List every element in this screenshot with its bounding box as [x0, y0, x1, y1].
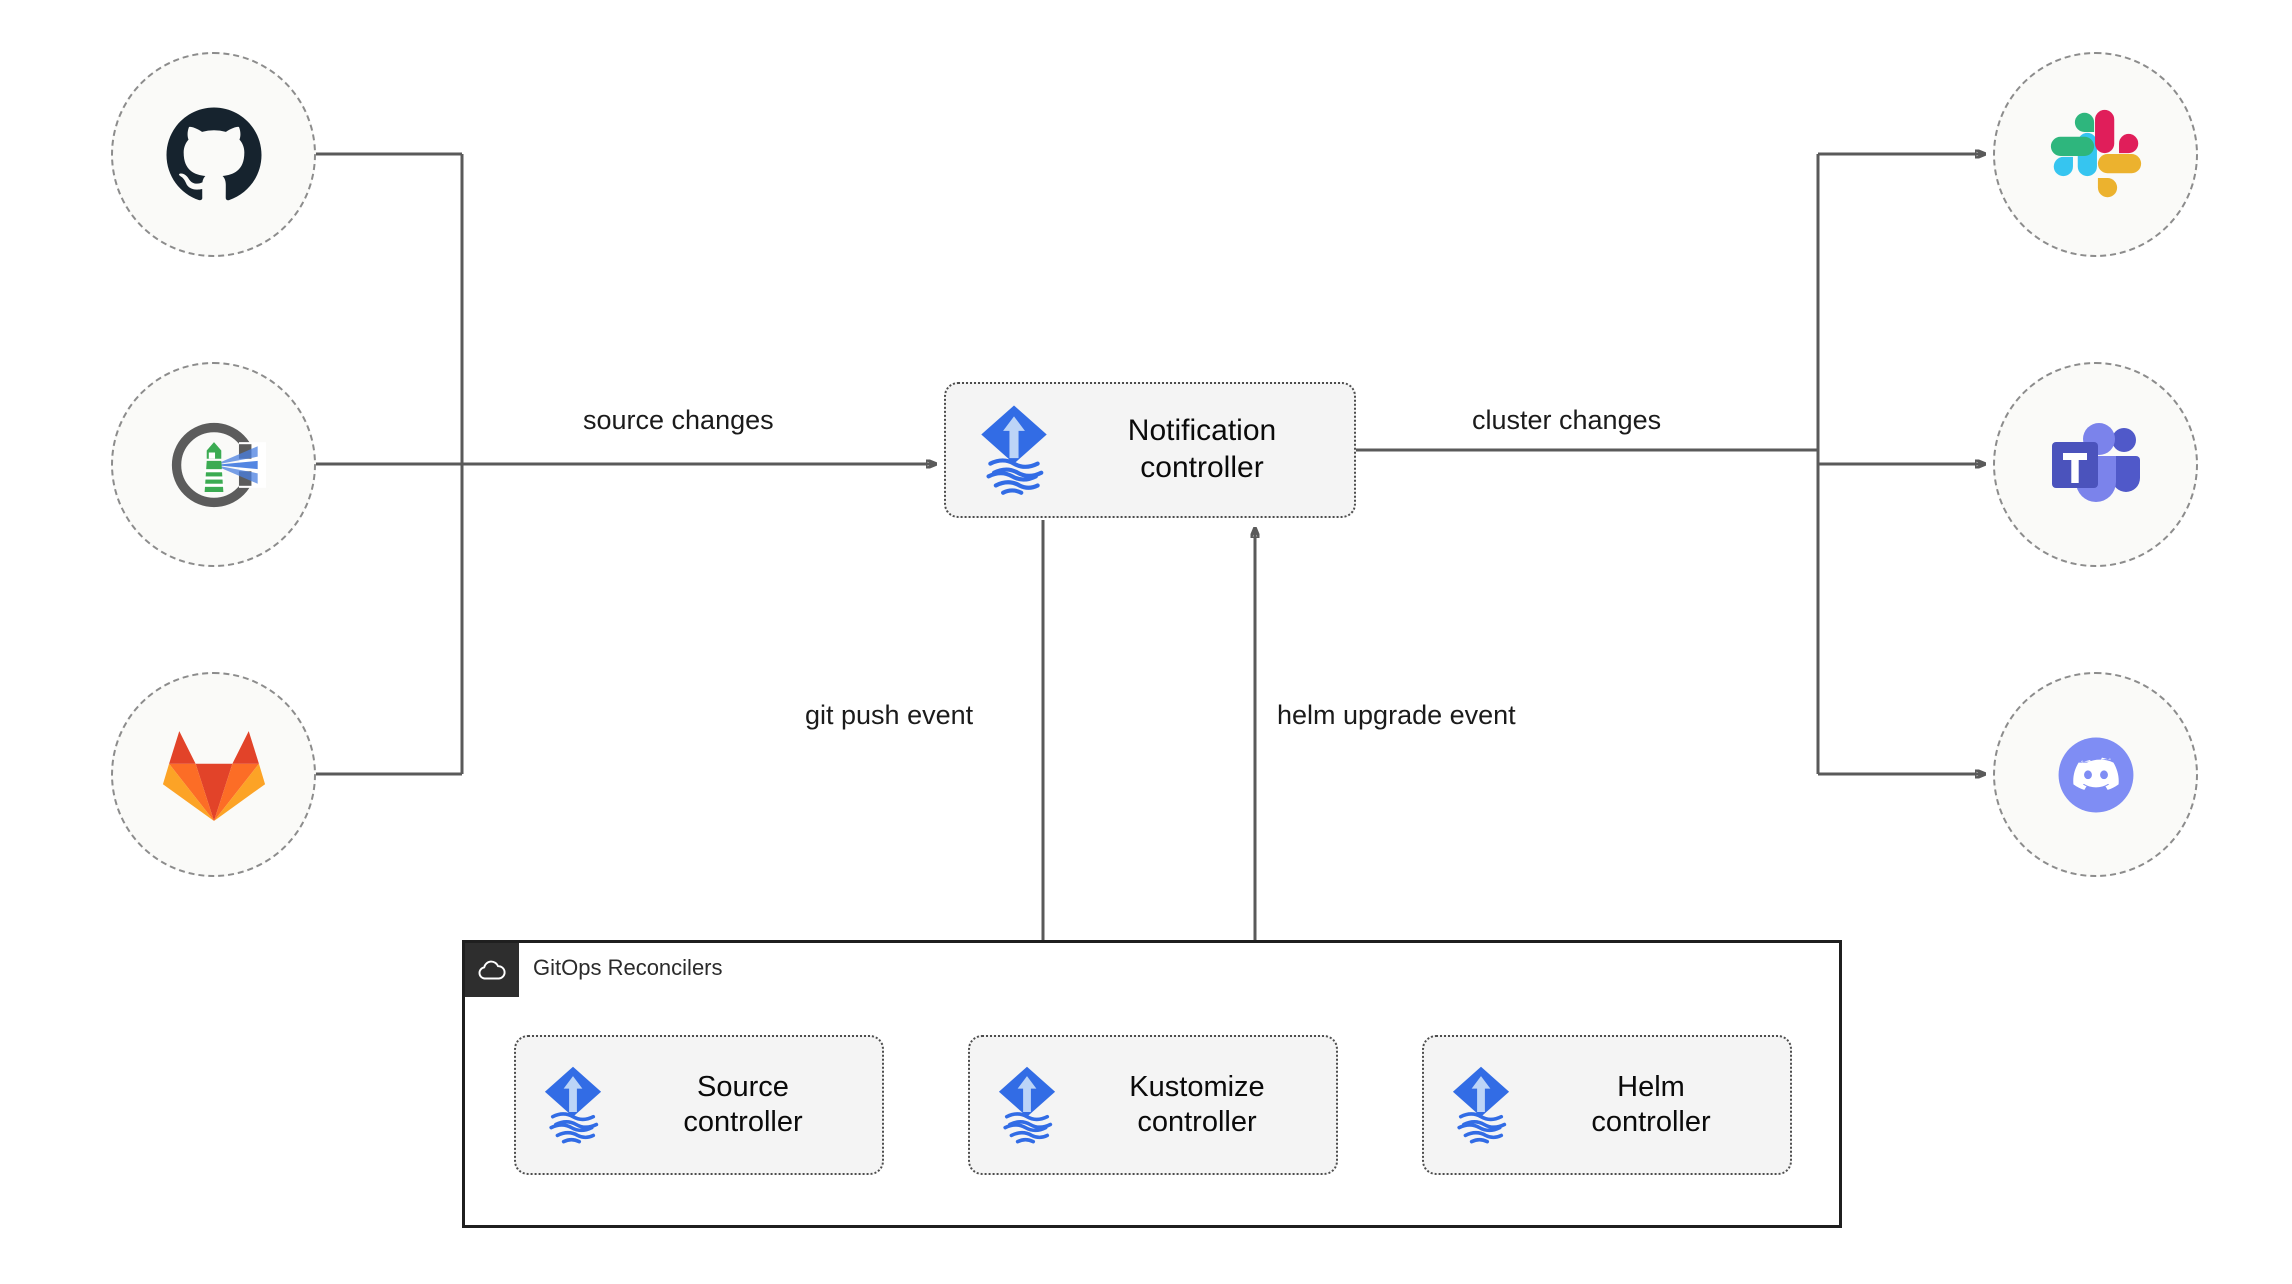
helm-icon [162, 413, 266, 517]
kustomize-controller-node[interactable]: Kustomize controller [968, 1035, 1338, 1175]
source-node-gitlab[interactable] [111, 672, 316, 877]
source-node-helm[interactable] [111, 362, 316, 567]
notification-controller-label: Notification controller [1127, 414, 1277, 484]
helm-controller-node[interactable]: Helm controller [1422, 1035, 1792, 1175]
destination-node-teams[interactable] [1993, 362, 2198, 567]
discord-icon [2044, 723, 2148, 827]
destination-node-slack[interactable] [1993, 52, 2198, 257]
flux-icon [1442, 1061, 1520, 1149]
kustomize-controller-label: Kustomize controller [1129, 1070, 1265, 1138]
source-node-github[interactable] [111, 52, 316, 257]
teams-icon [2046, 418, 2146, 512]
cloud-icon [465, 943, 519, 997]
source-controller-node[interactable]: Source controller [514, 1035, 884, 1175]
slack-icon [2048, 107, 2144, 203]
edge-label-git-push-event: git push event [805, 700, 974, 730]
gitops-reconcilers-title: GitOps Reconcilers [533, 955, 723, 980]
edge-label-helm-upgrade-event: helm upgrade event [1277, 700, 1516, 730]
gitlab-icon [162, 727, 266, 823]
github-icon [164, 105, 264, 205]
edge-label-source-changes: source changes [583, 405, 774, 435]
helm-controller-label: Helm controller [1591, 1070, 1711, 1138]
flux-icon [968, 400, 1060, 500]
edge-label-cluster-changes: cluster changes [1472, 405, 1662, 435]
flux-icon [988, 1061, 1066, 1149]
notification-controller-node[interactable]: Notification controller [944, 382, 1356, 518]
flux-icon [534, 1061, 612, 1149]
destination-node-discord[interactable] [1993, 672, 2198, 877]
source-controller-label: Source controller [683, 1070, 803, 1138]
